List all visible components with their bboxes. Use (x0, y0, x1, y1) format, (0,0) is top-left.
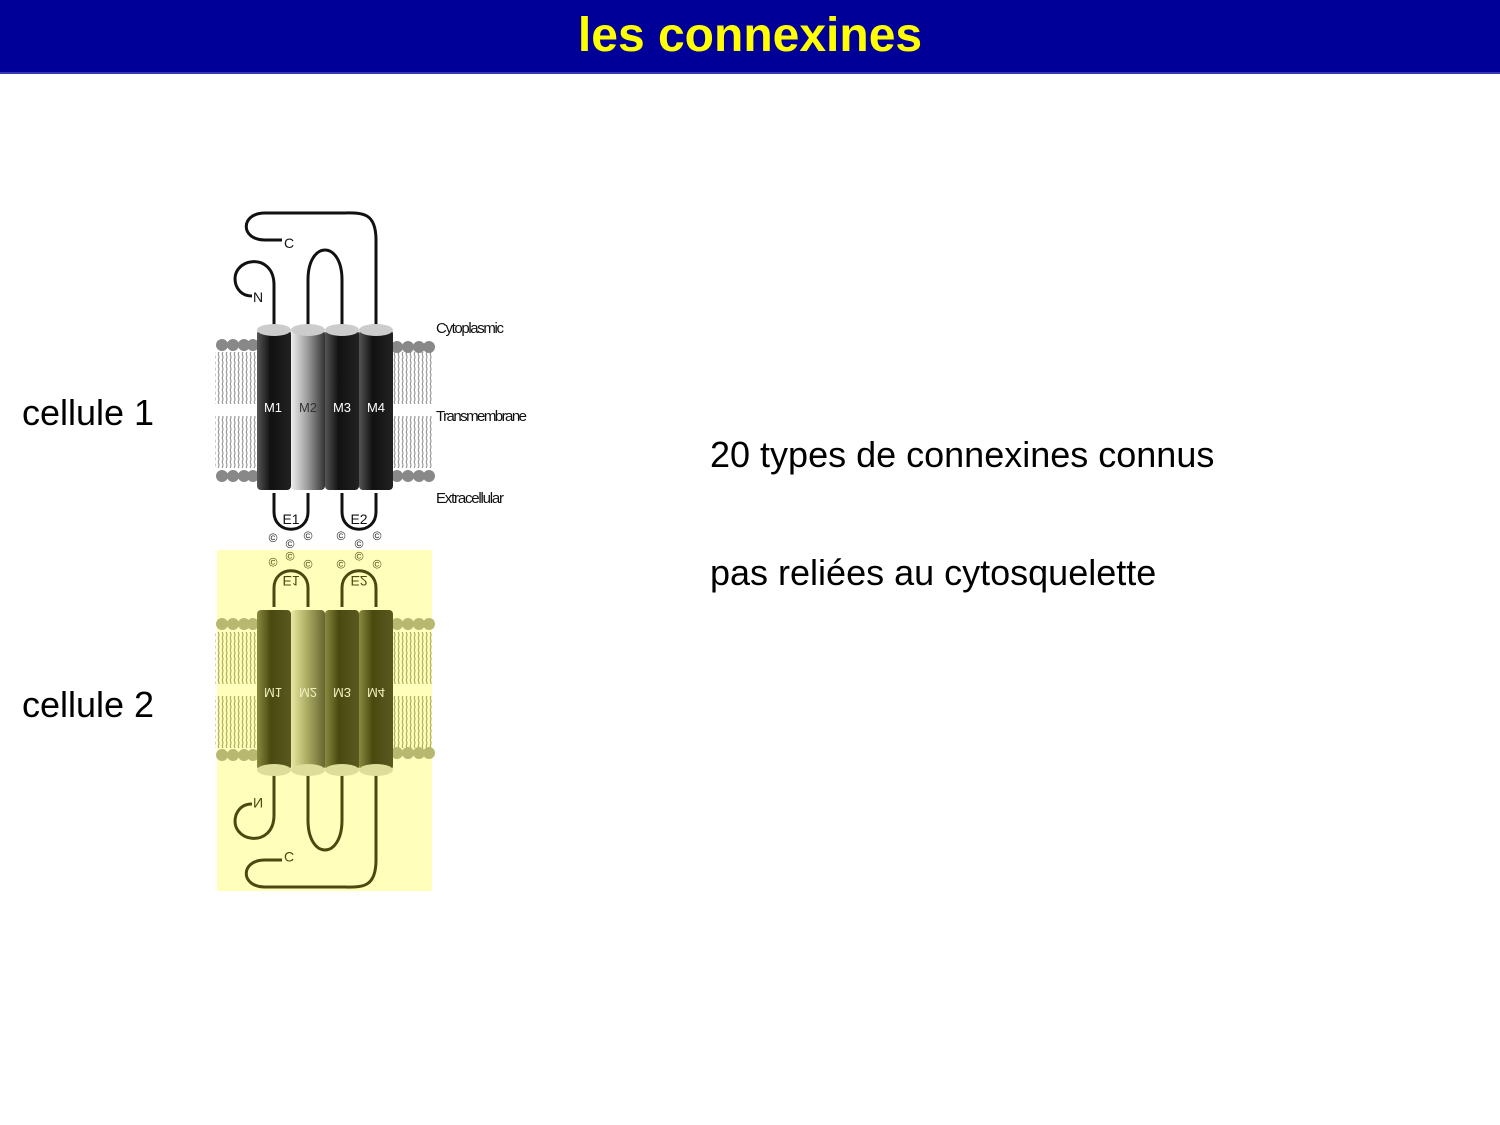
label-m1: M1 (264, 400, 282, 415)
segment-m1 (257, 330, 291, 490)
connexin-cell-2: M1 M2 M3 M4 E1 E2 N C © © © © © © (215, 549, 435, 889)
slide-title: les connexines (577, 9, 923, 62)
layer-labels: Cytoplasmic Transmembrane Extracellular (436, 320, 527, 507)
lipid-bilayer (215, 339, 435, 482)
segment-m2 (291, 330, 325, 490)
label-cytoplasmic: Cytoplasmic (436, 320, 505, 337)
segment-m3 (325, 330, 359, 490)
label-transmembrane: Transmembrane (436, 408, 527, 425)
svg-text:©: © (373, 557, 382, 571)
svg-text:©: © (304, 557, 313, 571)
segment-m4 (359, 330, 393, 490)
title-bar: les connexines (0, 0, 1500, 74)
label-extracellular: Extracellular (436, 490, 504, 507)
label-m3: M3 (333, 400, 351, 415)
svg-text:M4: M4 (367, 685, 385, 700)
cell-2-label: cellule 2 (22, 684, 155, 725)
label-c-terminus: C (284, 235, 294, 251)
svg-text:©: © (337, 529, 346, 543)
svg-text:C: C (284, 849, 294, 865)
cysteines: © © © © © © (269, 529, 382, 551)
svg-text:M1: M1 (264, 685, 282, 700)
svg-text:©: © (286, 549, 295, 563)
bullet-no-cytoskeleton: pas reliées au cytosquelette (710, 552, 1157, 593)
svg-text:©: © (355, 537, 364, 551)
lipid-bilayer (215, 618, 435, 761)
svg-text:©: © (337, 557, 346, 571)
loops (233, 211, 378, 531)
svg-text:E1: E1 (282, 573, 299, 589)
loops (233, 569, 378, 889)
svg-text:©: © (355, 549, 364, 563)
label-m4: M4 (367, 400, 385, 415)
label-e1: E1 (282, 511, 299, 527)
svg-text:M3: M3 (333, 685, 351, 700)
bullet-connexin-types: 20 types de connexines connus (710, 434, 1215, 475)
svg-text:©: © (304, 529, 313, 543)
svg-text:©: © (269, 555, 278, 569)
svg-text:©: © (373, 529, 382, 543)
svg-text:N: N (253, 795, 263, 811)
label-m2: M2 (299, 400, 317, 415)
cell-1-label: cellule 1 (22, 392, 155, 433)
label-n-terminus: N (253, 289, 263, 305)
svg-text:©: © (269, 531, 278, 545)
label-e2: E2 (350, 511, 367, 527)
connexin-cell-1: M1 M2 M3 M4 E1 E2 N C © © © © © © (215, 211, 435, 551)
svg-text:E2: E2 (350, 573, 367, 589)
svg-text:M2: M2 (299, 685, 317, 700)
svg-text:©: © (286, 537, 295, 551)
